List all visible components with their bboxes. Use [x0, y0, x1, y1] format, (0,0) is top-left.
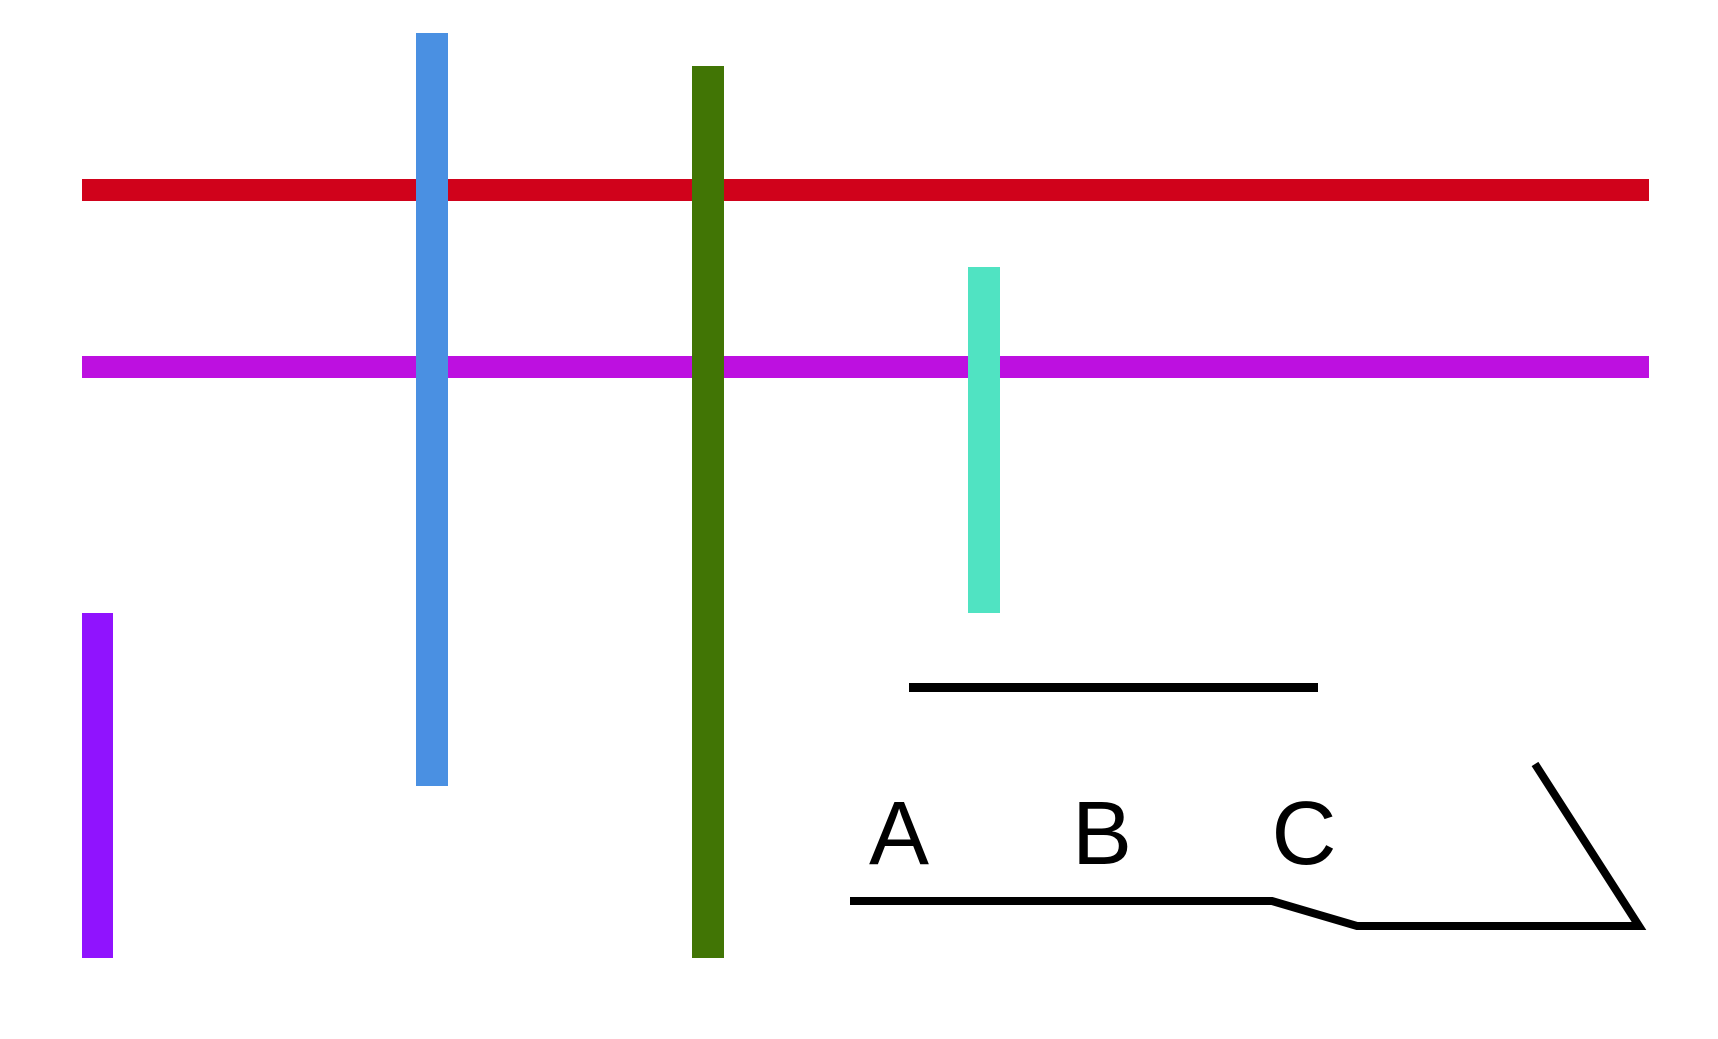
magenta-horizontal-bar: [82, 356, 1649, 378]
black-line-segment: [909, 683, 1318, 692]
label-a: A: [869, 784, 929, 884]
black-polyline: [850, 761, 1647, 930]
dark-green-vertical-bar: [692, 66, 724, 958]
blue-vertical-bar: [416, 33, 448, 786]
purple-vertical-bar: [82, 613, 113, 958]
label-c: C: [1272, 784, 1337, 884]
label-b: B: [1072, 784, 1132, 884]
turquoise-vertical-bar: [968, 267, 1000, 613]
red-horizontal-bar: [82, 179, 1649, 201]
